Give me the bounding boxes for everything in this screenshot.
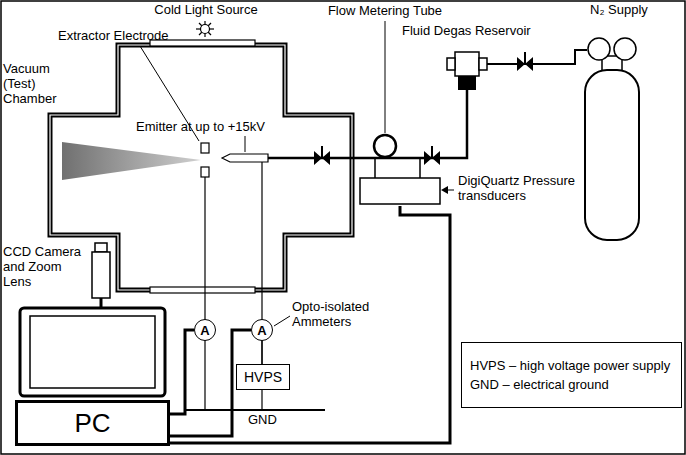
flow-metering-tube (374, 135, 396, 157)
degas-reservoir (455, 52, 479, 76)
monitor-screen (30, 316, 155, 388)
emitter (222, 154, 268, 162)
power-supply-box: HVPS (236, 364, 290, 390)
pressure-tap (419, 158, 421, 178)
extractor-electrode (201, 167, 209, 177)
part-label: N₂ Supply (590, 3, 670, 18)
part-label: Flow Metering Tube (320, 4, 450, 19)
bottom-window (150, 287, 255, 293)
part-label: Vacuum (Test) Chamber (3, 62, 61, 107)
leader-arrowhead (441, 186, 448, 194)
abbreviation-text: HVPS – high voltage power supply (470, 356, 670, 376)
valve-stem (321, 146, 323, 158)
zoom-lens (95, 243, 107, 252)
reservoir-base (458, 76, 476, 90)
pressure-transducers (360, 178, 440, 204)
pressure-tap (374, 158, 376, 178)
node-text: PC (74, 408, 110, 439)
part-label: CCD Camera and Zoom Lens (3, 245, 89, 290)
light-source (196, 21, 214, 37)
node-text: A (257, 323, 266, 338)
part-label: Cold Light Source (146, 3, 266, 18)
leader-line (274, 316, 290, 326)
spray-plume (62, 142, 201, 180)
leader-line (245, 136, 246, 152)
gas-cylinder (585, 70, 639, 240)
valve-stem (431, 146, 433, 158)
electrode-wire (204, 177, 205, 410)
part-label: Opto-isolated Ammeters (292, 300, 402, 330)
leader-line (385, 21, 386, 133)
monitor (20, 308, 165, 396)
part-label: Extractor Electrode (58, 29, 188, 44)
signal-wire (261, 341, 262, 364)
node-text: A (200, 323, 209, 338)
node-text: HVPS (244, 369, 282, 385)
regulator-gauge (614, 38, 636, 60)
signal-wire (170, 330, 194, 414)
reservoir-port (447, 58, 455, 70)
regulator-gauge (588, 38, 610, 60)
transducer-cable (170, 206, 450, 443)
extractor-electrode (201, 143, 209, 153)
ground-line (185, 409, 325, 411)
valve-stem (524, 52, 526, 64)
part-label: Emitter at up to +15kV (136, 120, 282, 135)
abbreviation-box: HVPS – high voltage power supplyGND – el… (461, 342, 682, 408)
part-label: Fluid Degas Reservoir (402, 24, 552, 39)
reservoir-port (479, 58, 487, 70)
ammeter-circle: A (251, 319, 273, 341)
fluid-line (268, 88, 467, 158)
ammeter-circle: A (194, 319, 216, 341)
ccd-camera (92, 252, 110, 298)
ground-label: GND (248, 413, 288, 428)
computer-box: PC (15, 400, 170, 446)
gas-line (487, 50, 587, 64)
part-label: DigiQuartz Pressure transducers (458, 174, 582, 204)
abbreviation-text: GND – electrical ground (470, 375, 609, 395)
